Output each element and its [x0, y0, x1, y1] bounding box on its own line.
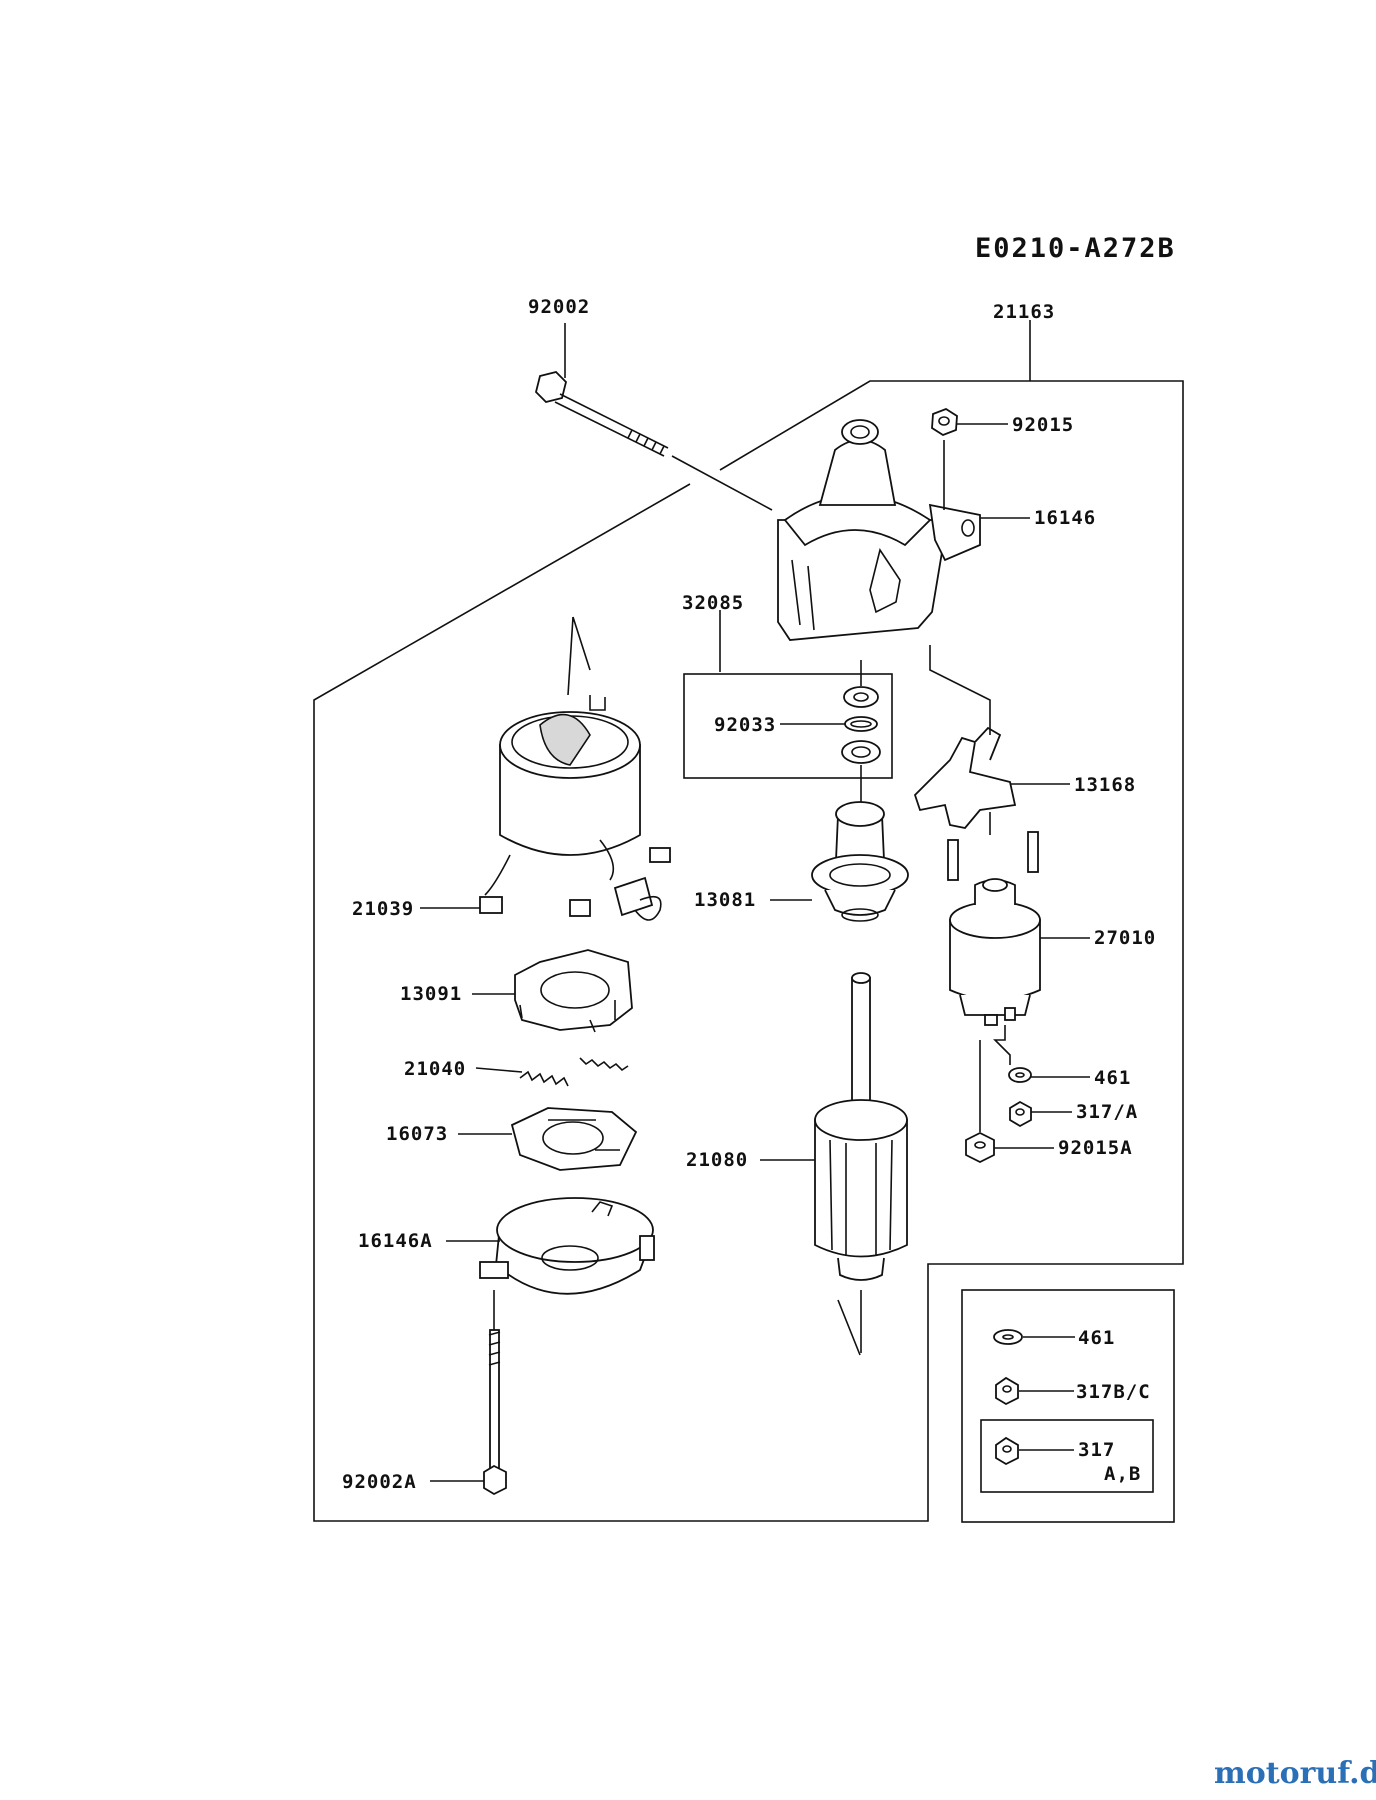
washer-461	[1008, 1067, 1032, 1083]
inset-washer	[993, 1329, 1023, 1345]
leader-lines	[420, 320, 1090, 1482]
label-21039: 21039	[352, 898, 414, 920]
end-frame	[479, 1197, 655, 1295]
inset-box	[961, 1289, 1175, 1523]
brush-plate	[510, 1107, 638, 1171]
washer-set	[683, 673, 893, 779]
label-21163: 21163	[993, 301, 1055, 323]
assembly-boundary	[313, 380, 1184, 1522]
nut-92015a	[965, 1131, 995, 1164]
label-92002a: 92002A	[342, 1471, 417, 1493]
label-32085: 32085	[682, 592, 744, 614]
inset-label-317: 317	[1078, 1439, 1115, 1461]
inset-label-ab: A,B	[1104, 1463, 1141, 1485]
yoke-field-coil	[479, 616, 671, 921]
inset-label-461: 461	[1078, 1327, 1115, 1349]
label-92015a: 92015A	[1058, 1137, 1133, 1159]
brush-springs	[519, 1057, 629, 1087]
inset-nut-317bc	[995, 1376, 1019, 1406]
label-13168: 13168	[1074, 774, 1136, 796]
label-21040: 21040	[404, 1058, 466, 1080]
label-16146a: 16146A	[358, 1230, 433, 1252]
nut-top	[931, 407, 958, 437]
inset-subbox	[980, 1419, 1154, 1493]
label-13081: 13081	[694, 889, 756, 911]
pinion-gear	[811, 801, 909, 922]
inset-label-317bc: 317B/C	[1076, 1381, 1151, 1403]
label-27010: 27010	[1094, 927, 1156, 949]
through-bolt-top	[535, 371, 773, 511]
watermark-logo: motoruf.de	[1214, 1756, 1376, 1791]
armature	[814, 972, 908, 1356]
inset-nut-317ab	[995, 1436, 1019, 1466]
label-92002: 92002	[528, 296, 590, 318]
brush-holder	[514, 949, 633, 1033]
shift-lever	[913, 726, 1017, 829]
label-461: 461	[1094, 1067, 1131, 1089]
label-16073: 16073	[386, 1123, 448, 1145]
label-92033: 92033	[714, 714, 776, 736]
label-92015: 92015	[1012, 414, 1074, 436]
label-13091: 13091	[400, 983, 462, 1005]
nut-317a	[1009, 1100, 1032, 1128]
label-16146: 16146	[1034, 507, 1096, 529]
label-317a: 317/A	[1076, 1101, 1138, 1123]
solenoid	[947, 831, 1041, 1026]
diagram-code: E0210-A272B	[975, 233, 1176, 264]
drive-housing	[777, 419, 981, 641]
through-bolt-bottom	[483, 1329, 507, 1496]
label-21080: 21080	[686, 1149, 748, 1171]
